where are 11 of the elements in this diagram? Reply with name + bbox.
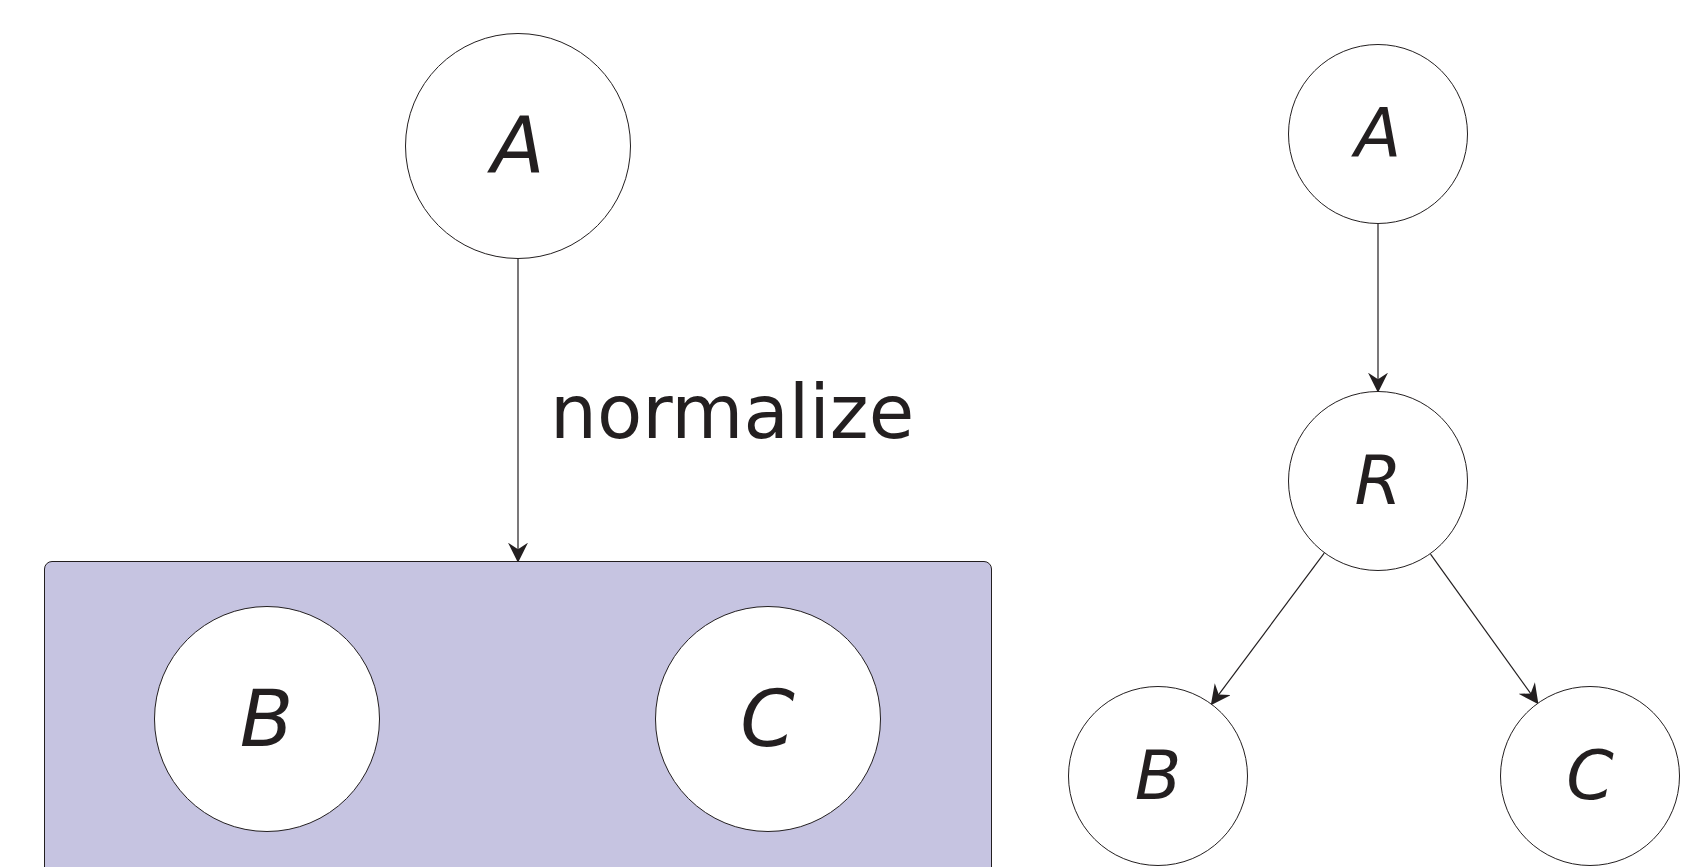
group-panel — [44, 561, 992, 867]
node-label: R — [1354, 447, 1402, 515]
edge-label: normalize — [550, 375, 915, 449]
node-label: B — [239, 679, 294, 758]
arrow — [508, 258, 528, 563]
node-label: C — [1566, 742, 1614, 810]
arrow — [1210, 552, 1325, 706]
arrow — [1429, 553, 1539, 705]
node-label: C — [740, 679, 795, 758]
arrow — [1368, 223, 1388, 393]
node-label: B — [1134, 742, 1182, 810]
